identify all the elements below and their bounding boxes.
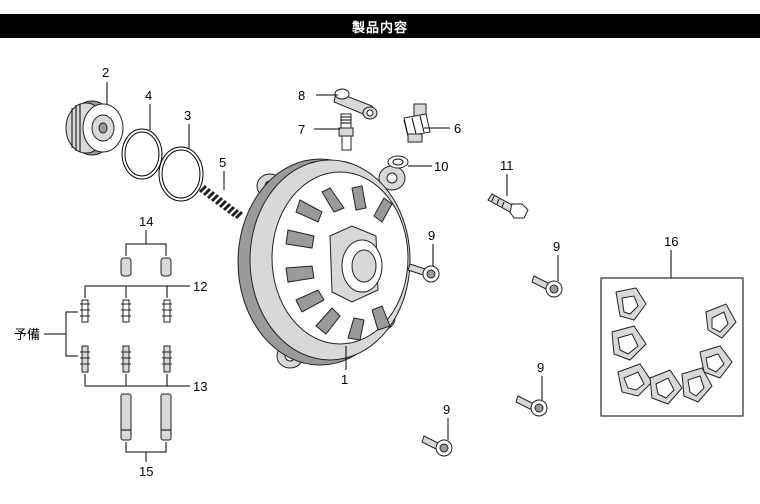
label-part-14: 14 [139,214,153,229]
header-title: 製品内容 [351,21,408,36]
label-part-7: 7 [298,122,305,137]
label-part-6: 6 [454,121,461,136]
part-1-cover [237,158,411,369]
label-part-13: 13 [193,379,207,394]
label-part-12: 12 [193,279,207,294]
label-part-16: 16 [664,234,678,249]
part-9-bolt-b [531,275,563,298]
label-part-10: 10 [434,159,448,174]
label-part-3: 3 [184,108,191,123]
part-13-terminals [80,345,172,373]
label-part-9-b: 9 [553,239,560,254]
label-part-4: 4 [145,88,152,103]
part-11-bolt [487,193,529,219]
part-7-nipple [338,113,354,151]
label-spare: 予備 [14,327,40,343]
label-part-9-d: 9 [443,402,450,417]
header-bar: 製品内容 [0,14,760,38]
part-10-washer [387,155,409,169]
part-12-terminals [80,299,172,323]
part-6-fitting [403,103,431,143]
part-2-pulley [65,100,124,156]
part-5-spring [198,184,244,220]
label-part-5: 5 [219,155,226,170]
part-15-sleeves [120,393,172,441]
label-part-2: 2 [102,65,109,80]
part-4-o-ring [121,128,163,180]
label-part-1: 1 [341,372,348,387]
label-part-9-c: 9 [537,360,544,375]
part-16-box [600,277,744,417]
label-part-9-a: 9 [428,228,435,243]
part-8-bracket [333,88,378,120]
part-9-bolt-a [407,263,440,283]
part-9-bolt-c [515,395,548,417]
leader-lines [44,82,672,462]
part-14-caps [120,257,172,277]
label-part-11: 11 [500,158,514,173]
label-part-15: 15 [139,464,153,479]
part-labels: 2 4 3 5 8 7 6 10 11 9 9 9 9 1 16 14 12 1… [14,65,678,479]
part-16-rollers [611,287,737,405]
part-9-bolt-d [421,435,453,457]
label-part-8: 8 [298,88,305,103]
part-3-o-ring [158,146,204,202]
